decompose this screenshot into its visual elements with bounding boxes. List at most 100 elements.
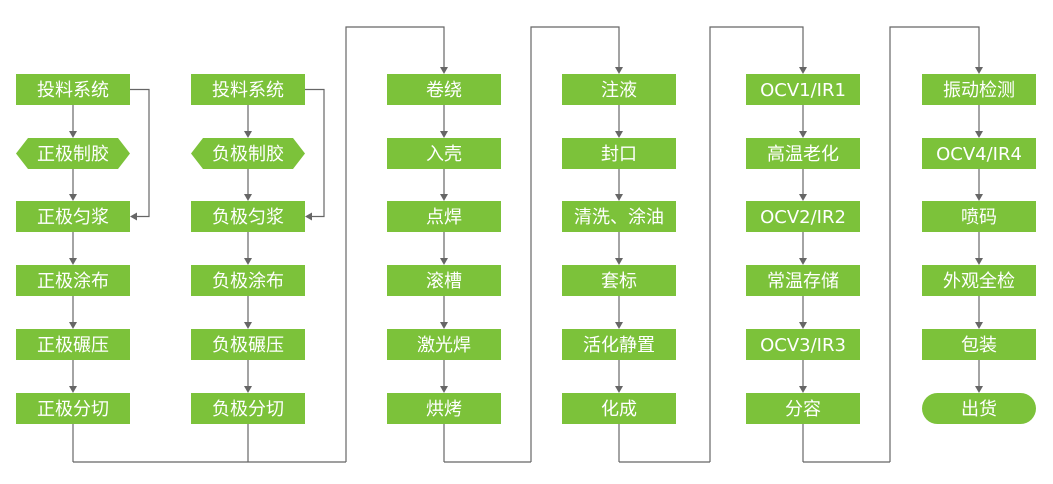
step-box (562, 138, 676, 169)
step-box (922, 265, 1036, 296)
process-step-assembly-2: 点焊 (387, 201, 501, 232)
process-step-aging-0: OCV1/IR1 (746, 74, 860, 105)
step-box (922, 201, 1036, 232)
process-step-assembly-0: 卷绕 (387, 74, 501, 105)
process-step-filling-3: 套标 (562, 265, 676, 296)
transition-connector (709, 26, 804, 462)
process-step-aging-3: 常温存储 (746, 265, 860, 296)
arrow-down-icon (975, 67, 983, 74)
step-box (922, 329, 1036, 360)
feed-loop-connector (130, 88, 150, 218)
step-box (191, 74, 305, 105)
step-label: 分容 (785, 399, 821, 420)
process-step-assembly-4: 激光焊 (387, 329, 501, 360)
step-box (746, 265, 860, 296)
process-step-assembly-5: 烘烤 (387, 393, 501, 424)
step-label: 外观全检 (943, 271, 1015, 292)
step-label: 负极匀浆 (212, 207, 284, 228)
step-box (191, 265, 305, 296)
arrow-down-icon (799, 131, 807, 138)
step-label: OCV4/IR4 (936, 144, 1022, 165)
arrow-down-icon (244, 386, 252, 393)
process-step-filling-4: 活化静置 (562, 329, 676, 360)
step-label: 正极碾压 (37, 335, 109, 356)
step-label: OCV2/IR2 (760, 207, 846, 228)
process-step-aging-4: OCV3/IR3 (746, 329, 860, 360)
arrow-down-icon (615, 386, 623, 393)
process-step-assembly-1: 入壳 (387, 138, 501, 169)
step-box (191, 329, 305, 360)
process-step-filling-1: 封口 (562, 138, 676, 169)
hexagon-step-box (16, 138, 130, 169)
step-box (387, 265, 501, 296)
step-box (746, 393, 860, 424)
arrow-down-icon (615, 194, 623, 201)
step-label: 注液 (601, 80, 637, 101)
step-label: 封口 (601, 144, 637, 165)
arrow-down-icon (615, 131, 623, 138)
step-box (387, 393, 501, 424)
step-label: 包装 (961, 335, 997, 356)
nodes: 投料系统正极制胶正极匀浆正极涂布正极碾压正极分切投料系统负极制胶负极匀浆负极涂布… (16, 74, 1036, 424)
step-label: OCV3/IR3 (760, 335, 846, 356)
arrow-down-icon (799, 322, 807, 329)
hexagon-step-box (191, 138, 305, 169)
arrow-down-icon (615, 258, 623, 265)
step-label: 正极匀浆 (37, 207, 109, 228)
process-step-final-2: 喷码 (922, 201, 1036, 232)
terminal-step-box (922, 393, 1036, 424)
step-label: 出货 (961, 399, 997, 420)
step-label: 常温存储 (767, 271, 839, 292)
arrow-down-icon (975, 194, 983, 201)
process-step-assembly-3: 滚槽 (387, 265, 501, 296)
process-step-cathode-0: 投料系统 (16, 74, 130, 105)
arrow-down-icon (975, 131, 983, 138)
step-box (562, 201, 676, 232)
step-label: 投料系统 (212, 80, 284, 101)
step-box (16, 201, 130, 232)
arrow-down-icon (440, 67, 448, 74)
arrow-down-icon (440, 386, 448, 393)
process-step-aging-2: OCV2/IR2 (746, 201, 860, 232)
arrow-down-icon (440, 322, 448, 329)
arrow-down-icon (799, 386, 807, 393)
step-box (387, 329, 501, 360)
step-label: 激光焊 (417, 335, 471, 356)
transition-connector (530, 26, 620, 462)
arrow-down-icon (244, 258, 252, 265)
process-step-cathode-1: 正极制胶 (16, 138, 130, 169)
arrow-down-icon (244, 131, 252, 138)
step-label: 点焊 (426, 207, 462, 228)
step-box (16, 393, 130, 424)
step-label: 滚槽 (426, 271, 462, 292)
process-step-anode-3: 负极涂布 (191, 265, 305, 296)
process-step-final-4: 包装 (922, 329, 1036, 360)
process-step-anode-0: 投料系统 (191, 74, 305, 105)
process-step-filling-0: 注液 (562, 74, 676, 105)
arrow-down-icon (440, 258, 448, 265)
arrow-down-icon (69, 194, 77, 201)
step-box (387, 138, 501, 169)
step-label: 正极分切 (37, 399, 109, 420)
arrow-down-icon (799, 67, 807, 74)
step-label: 振动检测 (943, 80, 1015, 101)
transition-connector (345, 26, 445, 462)
step-label: 喷码 (961, 207, 997, 228)
arrow-down-icon (615, 322, 623, 329)
process-step-cathode-2: 正极匀浆 (16, 201, 130, 232)
step-label: OCV1/IR1 (760, 80, 846, 101)
process-step-anode-5: 负极分切 (191, 393, 305, 424)
process-step-cathode-5: 正极分切 (16, 393, 130, 424)
step-box (746, 138, 860, 169)
arrow-left-icon (305, 212, 312, 221)
process-step-aging-1: 高温老化 (746, 138, 860, 169)
step-label: 负极涂布 (212, 271, 284, 292)
step-label: 负极分切 (212, 399, 284, 420)
process-step-aging-5: 分容 (746, 393, 860, 424)
step-label: 活化静置 (583, 335, 655, 356)
arrow-down-icon (975, 258, 983, 265)
arrow-down-icon (615, 67, 623, 74)
connectors (69, 26, 983, 463)
process-step-anode-1: 负极制胶 (191, 138, 305, 169)
step-label: 卷绕 (426, 80, 462, 101)
